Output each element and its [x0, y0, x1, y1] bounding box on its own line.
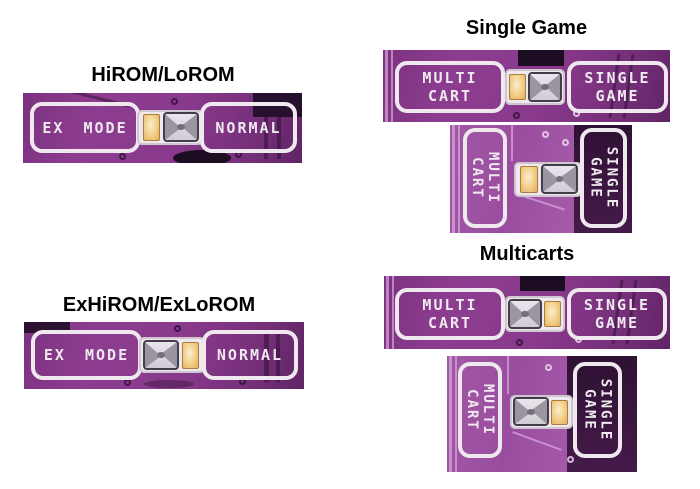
jumper-channel: [514, 162, 582, 197]
via-hole: [542, 131, 549, 138]
via-hole: [545, 364, 552, 371]
bare-gold-pad: [520, 166, 538, 193]
jumper-channel: [510, 395, 573, 429]
pcb-trace: [455, 356, 457, 472]
pcb-photo-hirom-lorom: EX MODE NORMAL: [23, 93, 302, 163]
bare-gold-pad: [182, 342, 199, 369]
via-hole: [567, 456, 574, 463]
silkscreen-label: MULTI CART: [422, 69, 478, 105]
jumper-channel: [137, 110, 203, 145]
pcb-trace: [144, 380, 194, 388]
label-box-single-game: SINGLE GAME: [567, 288, 667, 340]
silkscreen-label: MULTI CART: [464, 383, 496, 437]
bare-gold-pad: [544, 301, 561, 327]
label-box-ex-mode: EX MODE: [31, 330, 142, 380]
pcb-trace: [392, 276, 394, 349]
pcb-trace: [449, 356, 452, 472]
jumper-channel: [139, 337, 205, 373]
pcb-trace: [452, 125, 455, 233]
silkscreen-label: SINGLE GAME: [584, 69, 651, 105]
bare-gold-pad: [509, 74, 526, 100]
label-box-single-game-vertical: SINGLE GAME: [573, 362, 622, 458]
label-box-multi-cart: MULTI CART: [395, 61, 505, 113]
label-box-multi-cart-vertical: MULTI CART: [463, 128, 507, 228]
bare-gold-pad: [551, 400, 568, 425]
silkscreen-label: MULTI CART: [422, 296, 478, 332]
silkscreen-label: EX MODE: [42, 118, 128, 137]
label-box-multi-cart-vertical: MULTI CART: [458, 362, 502, 458]
pcb-trace: [386, 276, 389, 349]
jumper-channel: [505, 69, 565, 105]
pcb-trace: [264, 115, 268, 159]
pcb-trace: [512, 431, 562, 451]
pcb-trace: [277, 115, 281, 159]
pcb-trace: [385, 50, 388, 122]
pcb-trace: [264, 330, 269, 382]
silkscreen-label: SINGLE GAME: [583, 296, 651, 332]
via-hole: [124, 379, 131, 386]
via-hole: [119, 153, 126, 160]
pcb-trace: [511, 125, 513, 161]
pcb-trace: [391, 50, 393, 122]
label-box-normal: NORMAL: [202, 330, 298, 380]
pcb-photo-exhirom-exlorom: EX MODE NORMAL: [24, 322, 304, 389]
pcb-trace: [458, 125, 460, 233]
via-hole: [562, 139, 569, 146]
silkscreen-label: SINGLE GAME: [581, 378, 614, 442]
silkscreen-label: SINGLE GAME: [587, 146, 620, 210]
pcb-trace: [507, 356, 509, 394]
silkscreen-label: NORMAL: [216, 346, 284, 364]
solder-blob: [528, 72, 562, 102]
label-box-multi-cart: MULTI CART: [395, 288, 505, 340]
solder-blob: [513, 397, 549, 426]
via-hole: [174, 325, 181, 332]
label-box-single-game-vertical: SINGLE GAME: [580, 128, 627, 228]
section-title-exhirom-exlorom: ExHiROM/ExLoROM: [62, 294, 256, 316]
silkscreen-label: NORMAL: [215, 118, 282, 137]
via-hole: [171, 98, 178, 105]
bare-gold-pad: [143, 114, 160, 141]
via-hole: [516, 339, 523, 346]
silkscreen-label: MULTI CART: [469, 151, 501, 205]
label-box-ex-mode: EX MODE: [30, 102, 140, 153]
via-hole: [513, 112, 520, 119]
section-title-multicarts: Multicarts: [479, 243, 575, 265]
pcb-photo-multicarts-vertical: MULTI CART SINGLE GAME: [447, 356, 637, 472]
section-title-hirom-lorom: HiROM/LoROM: [91, 64, 235, 86]
pcb-trace: [276, 330, 280, 382]
pcb-dark-patch: [24, 322, 70, 333]
solder-blob: [541, 164, 578, 194]
label-box-single-game: SINGLE GAME: [567, 61, 668, 113]
pcb-dark-patch: [518, 50, 564, 66]
pcb-photo-single-game-horizontal: MULTI CART SINGLE GAME: [383, 50, 670, 122]
solder-blob: [143, 340, 179, 370]
solder-blob: [163, 112, 199, 142]
jumper-channel: [505, 296, 565, 332]
pcb-dark-patch: [520, 276, 565, 291]
pcb-dark-patch: [173, 150, 231, 163]
solder-blob: [508, 299, 542, 329]
silkscreen-label: EX MODE: [43, 346, 130, 364]
section-title-single-game: Single Game: [465, 17, 588, 39]
pcb-photo-multicarts-horizontal: MULTI CART SINGLE GAME: [384, 276, 670, 349]
label-box-normal: NORMAL: [200, 102, 297, 153]
pcb-photo-single-game-vertical: MULTI CART SINGLE GAME: [450, 125, 632, 233]
